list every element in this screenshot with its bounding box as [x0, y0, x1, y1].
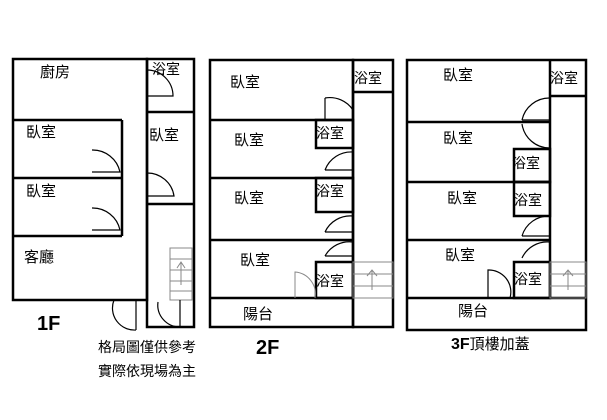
room-bath: 浴室: [316, 273, 344, 290]
floor-3f-plan: 臥室 臥室 臥室 臥室 浴室 浴室 浴室 浴室 陽台 3F頂樓加蓋: [405, 58, 588, 353]
room-bath: 浴室: [514, 271, 542, 288]
note-reference-only: 格局圖僅供參考: [98, 340, 196, 356]
room-bath: 浴室: [512, 155, 540, 172]
floor-label-2f: 2F: [256, 337, 279, 359]
stairs-icon: [352, 261, 394, 299]
room-bath: 浴室: [316, 183, 344, 200]
room-bath: 浴室: [152, 61, 180, 78]
room-kitchen: 廚房: [40, 63, 70, 81]
stairs-icon: [169, 247, 193, 301]
floor-2f-plan: 臥室 臥室 臥室 臥室 浴室 浴室 浴室 浴室 陽台 2F: [208, 58, 395, 359]
room-balcony: 陽台: [458, 302, 488, 320]
room-bedroom: 臥室: [445, 246, 475, 264]
room-bedroom: 臥室: [234, 131, 264, 149]
room-bedroom: 臥室: [26, 123, 56, 141]
room-bedroom: 臥室: [230, 73, 260, 91]
room-bedroom: 臥室: [26, 182, 56, 200]
door-icon: [91, 149, 121, 173]
room-bedroom: 臥室: [234, 189, 264, 207]
floor-label-1f: 1F: [37, 313, 60, 335]
stairs-icon: [549, 261, 587, 299]
room-bath: 浴室: [514, 192, 542, 209]
room-bath: 浴室: [550, 70, 578, 87]
room-bath: 浴室: [316, 125, 344, 142]
floor-label-3f: 3F頂樓加蓋: [451, 335, 530, 353]
room-living: 客廳: [24, 248, 54, 266]
room-bedroom: 臥室: [443, 129, 473, 147]
room-bedroom: 臥室: [149, 126, 179, 144]
floor-1f-plan: 廚房 浴室 臥室 臥室 臥室 客廳 1F: [11, 57, 196, 335]
door-icon: [91, 207, 121, 231]
note-actual-site: 實際依現場為主: [98, 363, 196, 380]
room-bedroom: 臥室: [443, 66, 473, 84]
room-balcony: 陽台: [243, 305, 273, 323]
room-bedroom: 臥室: [240, 251, 270, 269]
room-bath: 浴室: [354, 70, 382, 87]
room-bedroom: 臥室: [447, 189, 477, 207]
